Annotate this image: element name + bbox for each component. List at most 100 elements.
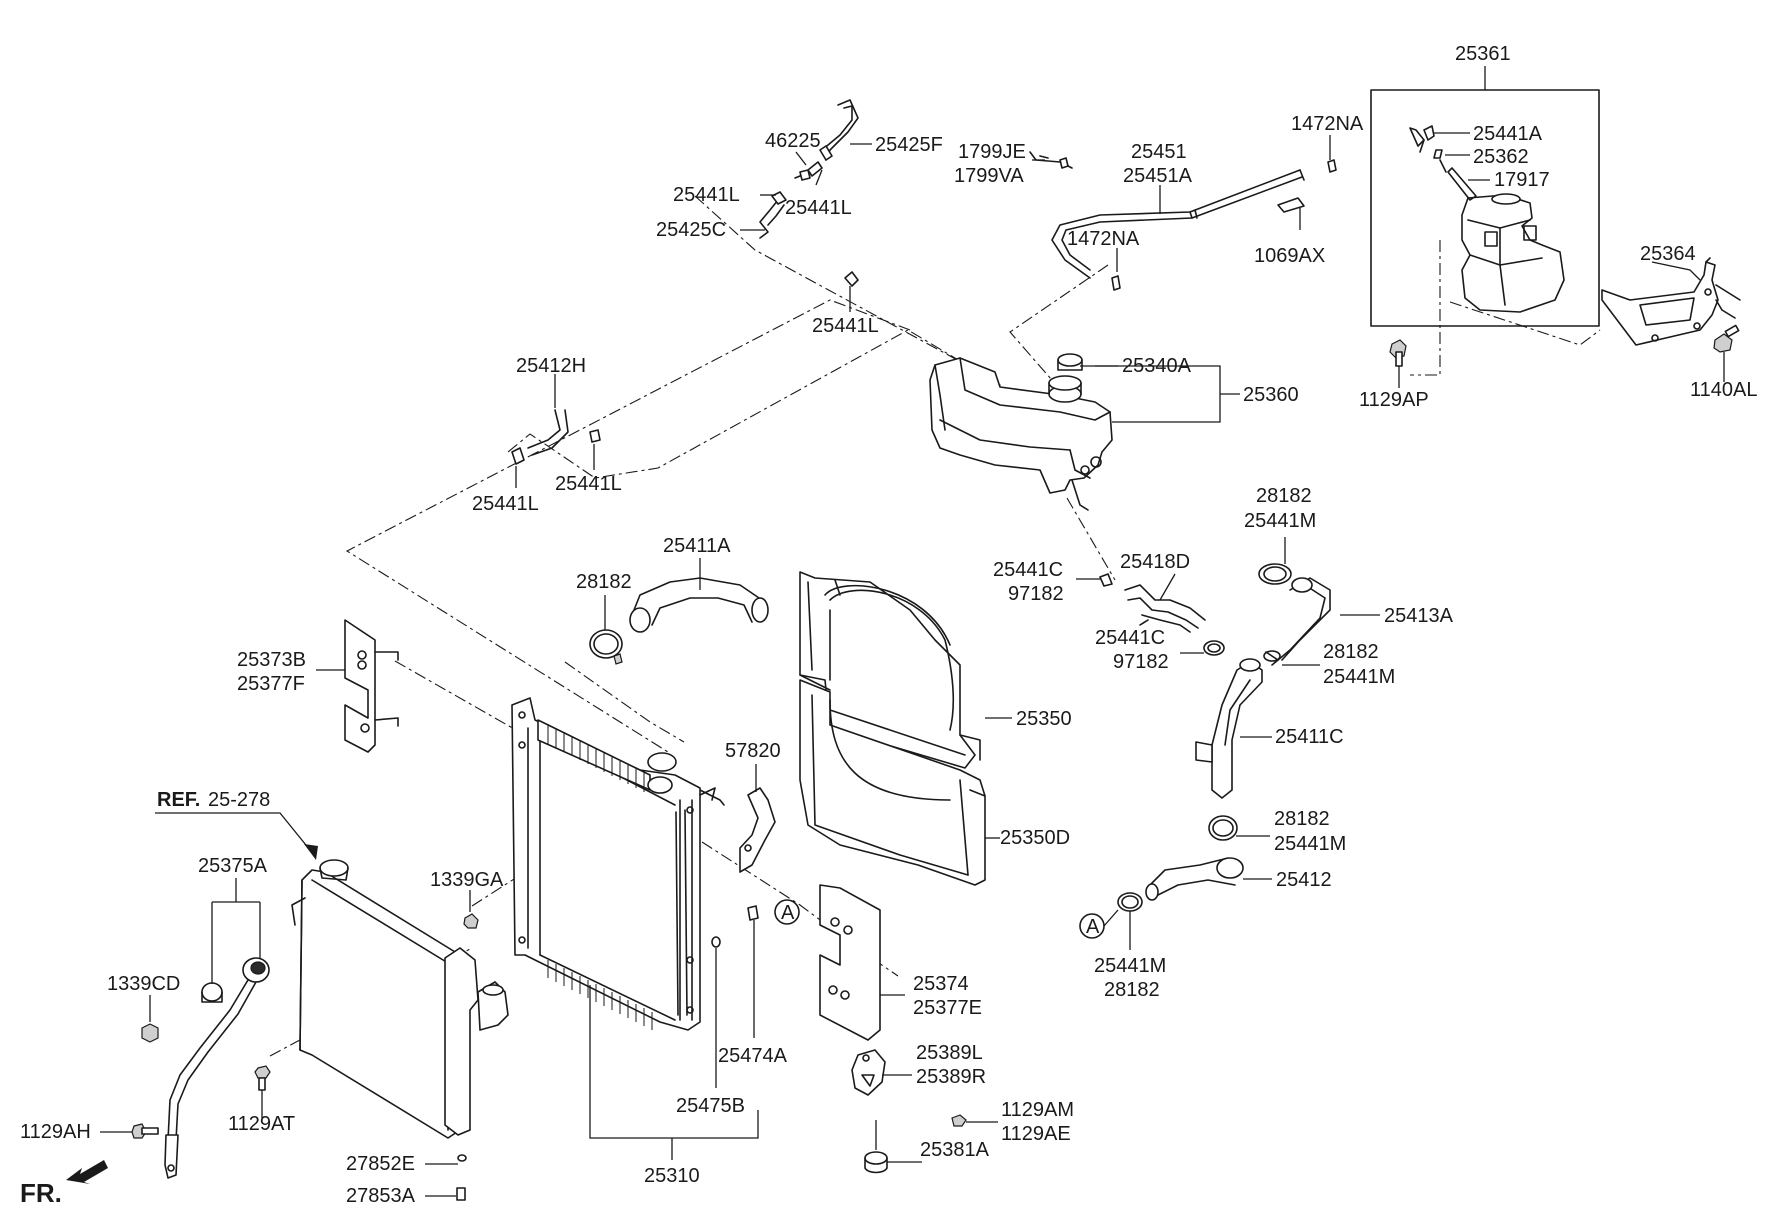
label-1472na-top: 1472NA (1291, 113, 1364, 135)
hose-25412h (511, 409, 601, 465)
drain-plug-25474a (747, 905, 759, 921)
label-28182-e: 28182 (576, 571, 632, 593)
upper-hose-25411a (629, 577, 769, 633)
label-25441c-b: 25441C (1095, 627, 1165, 649)
circle-marker-a-hose: A (1079, 913, 1105, 939)
label-25441a: 25441A (1473, 123, 1543, 145)
leader-lines (100, 66, 1725, 1197)
breather-hose-25425f (819, 99, 859, 161)
label-25361: 25361 (1455, 43, 1511, 65)
label-25441l-a: 25441L (673, 184, 740, 206)
label-25350: 25350 (1016, 708, 1072, 730)
clamp-25441c-lower (1203, 640, 1225, 656)
radiator-bottom-fins (547, 960, 653, 1030)
bolt-1129ah (131, 1123, 159, 1139)
front-arrow-icon (66, 1160, 108, 1184)
label-25360: 25360 (1243, 384, 1299, 406)
label-28182-a: 28182 (1256, 485, 1312, 507)
label-ref-number: 25-278 (208, 789, 270, 811)
label-25412: 25412 (1276, 869, 1332, 891)
clamp-28182-lower-right (1208, 815, 1238, 841)
label-25418d: 25418D (1120, 551, 1190, 573)
plug-27853a (456, 1187, 466, 1201)
stay-rod-25375a (164, 957, 270, 1179)
drain-seal-25475b (711, 936, 721, 948)
fan-shroud (799, 571, 981, 769)
bolt-1129am (951, 1114, 967, 1127)
nut-1339cd (141, 1023, 159, 1043)
label-25362: 25362 (1473, 146, 1529, 168)
label-25441l-b: 25441L (785, 197, 852, 219)
label-27852e: 27852E (346, 1153, 415, 1175)
label-25340a: 25340A (1122, 355, 1192, 377)
label-25451a: 25451A (1123, 165, 1193, 187)
clamp-25441l-upper (844, 271, 859, 287)
radiator (511, 697, 716, 1031)
label-25373b: 25373B (237, 649, 306, 671)
label-25441c-a: 25441C (993, 559, 1063, 581)
seal-27852e (457, 1154, 467, 1162)
intercooler (291, 859, 509, 1139)
side-panel-25374 (819, 884, 881, 1041)
label-25441l-d: 25441L (472, 493, 539, 515)
label-28182-b: 28182 (1323, 641, 1379, 663)
circle-a-label: A (781, 902, 795, 924)
label-28182-d: 28182 (1104, 979, 1160, 1001)
label-46225: 46225 (765, 130, 821, 152)
label-ref: REF. (157, 789, 200, 811)
label-1129ah: 1129AH (20, 1121, 91, 1143)
bolt-1339ga (463, 913, 479, 929)
label-25377e: 25377E (913, 997, 982, 1019)
label-57820: 57820 (725, 740, 781, 762)
label-25441l-e: 25441L (555, 473, 622, 495)
label-25411c: 25411C (1275, 726, 1344, 748)
label-25451: 25451 (1131, 141, 1187, 163)
label-1069ax: 1069AX (1254, 245, 1325, 267)
hose-25413a (1271, 577, 1331, 666)
label-28182-c: 28182 (1274, 808, 1330, 830)
sensor-46225 (794, 161, 823, 181)
label-25375a: 25375A (198, 855, 268, 877)
label-1129at: 1129AT (228, 1113, 295, 1135)
side-panel-25373b (344, 619, 399, 753)
circle-a-label: A (1086, 916, 1100, 938)
label-1339ga: 1339GA (430, 869, 504, 891)
circle-marker-a-radiator: A (774, 899, 800, 925)
insulator-25381a (864, 1120, 888, 1174)
label-1339cd: 1339CD (107, 973, 180, 995)
label-25441l-c: 25441L (812, 315, 879, 337)
label-1799je: 1799JE (958, 141, 1026, 163)
label-27853a: 27853A (346, 1185, 416, 1207)
label-97182-b: 97182 (1113, 651, 1169, 673)
radiator-top-fins (547, 724, 645, 792)
label-1129am: 1129AM (1001, 1099, 1074, 1121)
label-25411a: 25411A (663, 535, 731, 557)
label-25374: 25374 (913, 973, 969, 995)
label-25441m-c: 25441M (1274, 833, 1346, 855)
part-labels: 25361 1472NA 25441A 25362 17917 1799JE 1… (20, 43, 1757, 1208)
label-25425c: 25425C (656, 219, 726, 241)
label-1799va: 1799VA (954, 165, 1024, 187)
label-25475b: 25475B (676, 1095, 745, 1117)
overflow-hose (1029, 151, 1337, 291)
label-25381a: 25381A (920, 1139, 990, 1161)
clamp-28182-upper (589, 629, 623, 665)
label-25350d: 25350D (1000, 827, 1070, 849)
label-25377f: 25377F (237, 673, 305, 695)
label-97182-a: 97182 (1008, 583, 1064, 605)
bolt-1129ap (1389, 339, 1407, 367)
label-25389r: 25389R (916, 1066, 986, 1088)
label-25412h: 25412H (516, 355, 586, 377)
bracket-57820 (699, 787, 776, 873)
label-25364: 25364 (1640, 243, 1696, 265)
clamp-28182-top-right (1258, 563, 1292, 585)
label-25413a: 25413A (1384, 605, 1454, 627)
label-1129ap: 1129AP (1359, 389, 1429, 411)
hose-25412 (1145, 857, 1244, 901)
reservoir-bracket (1601, 257, 1741, 346)
fan-shroud-lower (799, 679, 986, 886)
label-25441m-a: 25441M (1244, 510, 1316, 532)
hose-25418d (1124, 584, 1206, 633)
